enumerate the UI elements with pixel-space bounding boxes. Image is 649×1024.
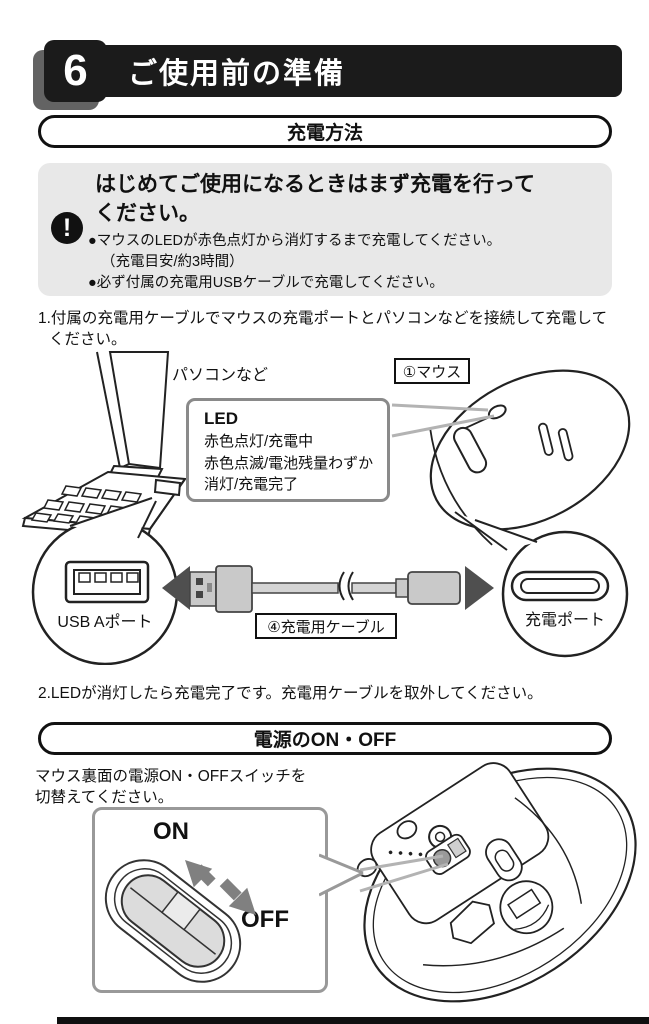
notice-item1: ●マウスのLEDが赤色点灯から消灯するまで充電してください。 bbox=[88, 233, 502, 249]
pc-label: パソコンなど bbox=[172, 367, 269, 384]
charge-port-label: 充電ポート bbox=[524, 612, 605, 629]
arrow-right-icon bbox=[465, 566, 494, 610]
notice-item2: ●必ず付属の充電用USBケーブルで充電してください。 bbox=[88, 275, 444, 291]
cable-icon bbox=[162, 565, 494, 613]
power-section-title: 電源のON・OFF bbox=[253, 730, 397, 751]
step2-text: 2.LEDが消灯したら充電完了です。充電用ケーブルを取外してください。 bbox=[38, 685, 543, 702]
power-diagram-art bbox=[356, 762, 637, 1003]
switch-callout-box: ON OFF bbox=[92, 807, 328, 993]
power-diagram: ON OFF bbox=[0, 760, 649, 1024]
mouse-label-box: ①マウス bbox=[394, 358, 470, 384]
arrow-on-icon bbox=[185, 860, 216, 888]
cable-label-box: ④充電用ケーブル bbox=[255, 613, 397, 639]
charging-section-title: 充電方法 bbox=[286, 123, 363, 144]
notice-box: ! はじめてご使用になるときはまず充電を行って ください。 ●マウスのLEDが赤… bbox=[38, 163, 612, 296]
charging-section-pill: 充電方法 bbox=[38, 115, 612, 148]
usb-a-port-icon bbox=[64, 560, 150, 604]
power-instruction-line2: 切替えてください。 bbox=[35, 789, 174, 806]
step1-text-line2: ください。 bbox=[49, 331, 127, 348]
laptop-icon bbox=[21, 351, 187, 539]
notice-title-line1: はじめてご使用になるときはまず充電を行って bbox=[95, 173, 535, 196]
power-section-pill: 電源のON・OFF bbox=[38, 722, 612, 755]
led-status3: 消灯/充電完了 bbox=[204, 476, 299, 493]
section-title: ご使用前の準備 bbox=[128, 58, 346, 90]
step1-text-line1: 1.付属の充電用ケーブルでマウスの充電ポートとパソコンなどを接続して充電して bbox=[38, 310, 608, 327]
warning-icon: ! bbox=[51, 212, 83, 244]
section-number-badge: 6 bbox=[44, 40, 107, 102]
toggle-switch-icon bbox=[104, 859, 242, 983]
callout-notch bbox=[319, 853, 364, 897]
power-instruction-line1: マウス裏面の電源ON・OFFスイッチを bbox=[35, 768, 307, 785]
arrow-left-icon bbox=[162, 566, 190, 610]
mouse-bottom-icon bbox=[356, 762, 637, 1003]
led-status2: 赤色点滅/電池残量わずか bbox=[204, 454, 374, 472]
notice-title: はじめてご使用になるときはまず充電を行って ください。 bbox=[95, 170, 600, 228]
led-info-box: LED 赤色点灯/充電中 赤色点滅/電池残量わずか 消灯/充電完了 bbox=[186, 398, 390, 502]
usb-c-port-icon bbox=[510, 570, 610, 602]
charging-diagram-art bbox=[21, 351, 631, 665]
notice-items: ●マウスのLEDが赤色点灯から消灯するまで充電してください。 （充電目安/約3時… bbox=[88, 231, 603, 294]
notice-title-line2: ください。 bbox=[95, 202, 200, 225]
power-switch-icon bbox=[425, 833, 471, 875]
led-title: LED bbox=[204, 409, 238, 428]
arrow-off-icon bbox=[219, 878, 256, 915]
switch-art bbox=[104, 859, 256, 983]
bottom-partial-bar bbox=[57, 1017, 649, 1024]
on-label: ON bbox=[153, 818, 189, 845]
led-status1: 赤色点灯/充電中 bbox=[204, 433, 314, 450]
section-header-bar: ご使用前の準備 bbox=[44, 45, 622, 97]
usb-a-port-label: USB Aポート bbox=[57, 614, 153, 631]
notice-item1-note: （充電目安/約3時間） bbox=[101, 254, 244, 270]
charging-diagram: パソコンなど ①マウス LED 赤色点灯/充電中 赤色点滅/電池残量わずか 消灯… bbox=[0, 350, 649, 665]
